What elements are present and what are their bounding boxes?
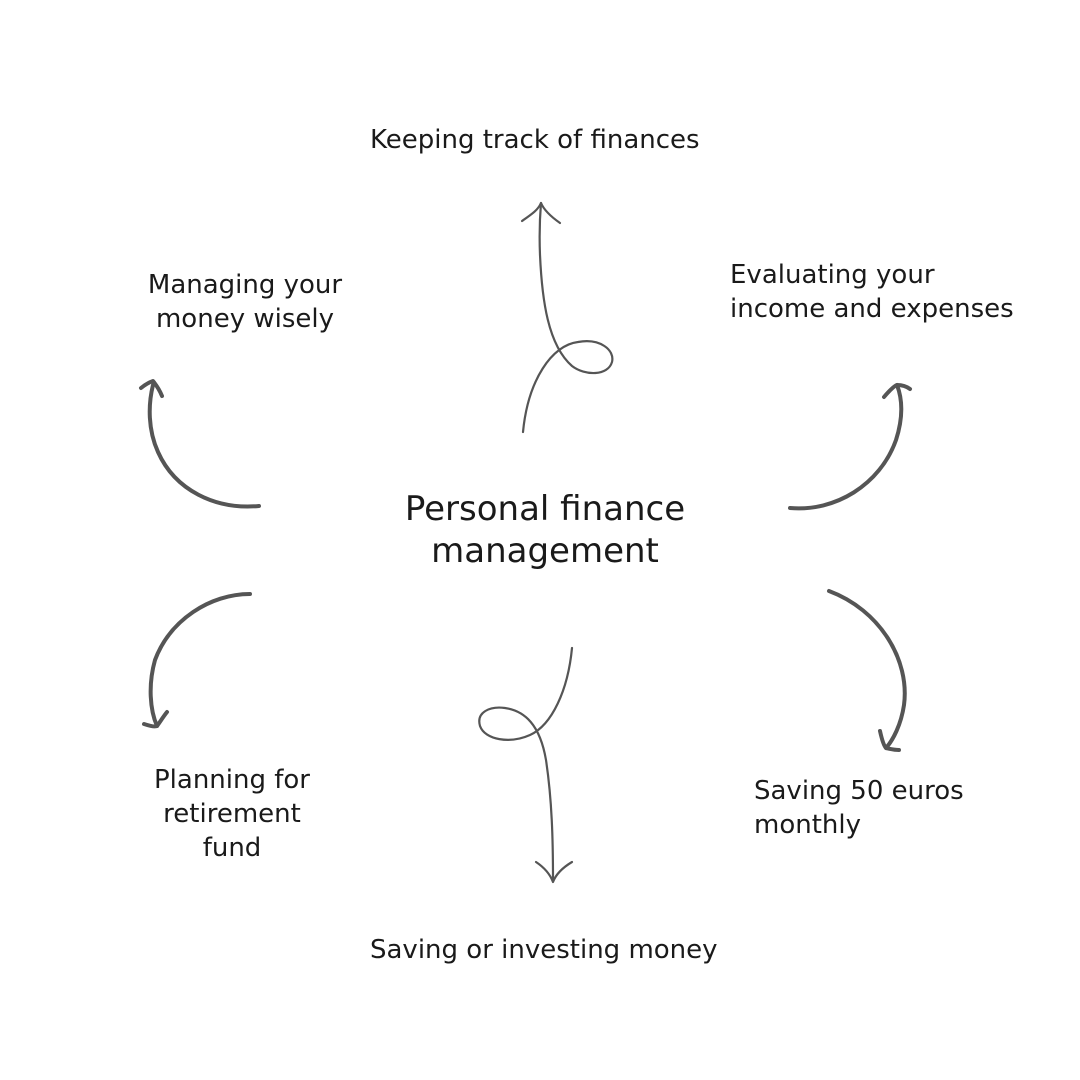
loop-arrow-down-icon bbox=[478, 646, 574, 884]
curved-arrow-bottom-right-icon bbox=[827, 589, 907, 752]
step-label-bottom-left: Planning for retirement fund bbox=[153, 765, 310, 863]
loop-arrow-up-icon bbox=[520, 201, 614, 434]
curved-arrow-bottom-left-icon bbox=[142, 592, 252, 729]
step-label-top-left: Managing your money wisely bbox=[147, 270, 343, 334]
step-label-bottom-right: Saving 50 euros monthly bbox=[754, 776, 964, 840]
center-title: Personal finance management bbox=[404, 489, 686, 571]
curved-arrow-top-right-icon bbox=[788, 383, 912, 511]
curved-arrow-top-left-icon bbox=[139, 379, 261, 509]
step-label-bottom: Saving or investing money bbox=[370, 935, 718, 965]
step-label-top-right: Evaluating your income and expenses bbox=[730, 260, 1014, 324]
step-label-top: Keeping track of finances bbox=[370, 125, 700, 155]
